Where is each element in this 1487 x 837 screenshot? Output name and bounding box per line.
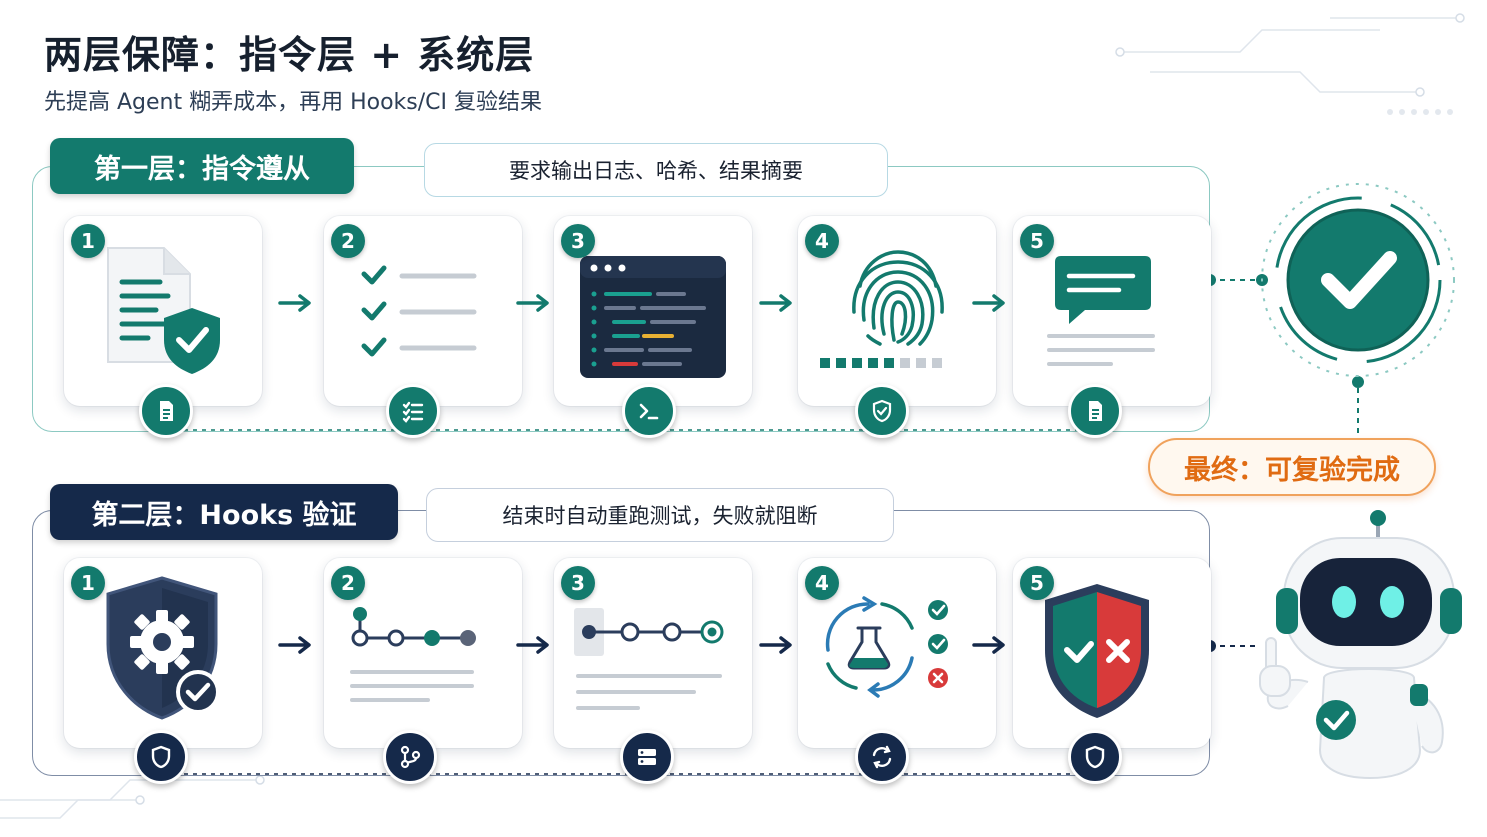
page-subtitle: 先提高 Agent 糊弄成本，再用 Hooks/CI 复验结果 [44, 90, 543, 115]
fingerprint-icon [820, 250, 944, 368]
branch-icon [383, 730, 437, 784]
terminal-icon [622, 384, 676, 438]
arrow-right-icon [972, 294, 1005, 312]
layer-1-step-2-card: 2 [324, 216, 522, 406]
refresh-icon [855, 730, 909, 784]
message-summary-icon [1047, 256, 1155, 366]
document-shield-icon [107, 247, 220, 374]
step-number: 5 [1020, 224, 1054, 258]
step-number: 4 [805, 224, 839, 258]
layer-1-note: 要求输出日志、哈希、结果摘要 [424, 143, 888, 197]
document-icon [1068, 384, 1122, 438]
layer-1-step-5-card: 5 [1013, 216, 1211, 406]
layer-2-tag: 第二层：Hooks 验证 [50, 484, 398, 540]
arrow-right-icon [759, 294, 792, 312]
layer-2-step-5-card: 5 [1013, 558, 1211, 748]
document-icon [139, 384, 193, 438]
layer-2-step-4-card: 4 [798, 558, 996, 748]
final-status-pill: 最终：可复验完成 [1148, 438, 1436, 496]
pipeline-icon [574, 608, 724, 710]
flask-cycle-icon [825, 596, 948, 698]
layer-1-step-3-card: 3 [554, 216, 752, 406]
arrow-right-icon [516, 294, 549, 312]
robot-mascot-icon [1259, 510, 1462, 780]
page-title: 两层保障：指令层 + 系统层 [44, 33, 535, 77]
step-number: 3 [561, 224, 595, 258]
arrow-right-icon [972, 636, 1005, 654]
big-check-icon [1261, 183, 1455, 377]
shield-check-icon [855, 384, 909, 438]
arrow-right-icon [278, 294, 311, 312]
step-number: 1 [71, 224, 105, 258]
shield-icon [134, 730, 188, 784]
step-number: 3 [561, 566, 595, 600]
checklist-icon [361, 265, 477, 357]
step-number: 2 [331, 224, 365, 258]
layer-1-tag: 第一层：指令遵从 [50, 138, 354, 194]
arrow-right-icon [759, 636, 792, 654]
list-check-icon [386, 384, 440, 438]
arrow-right-icon [516, 636, 549, 654]
step-number: 4 [805, 566, 839, 600]
layer-2-note: 结束时自动重跑测试，失败就阻断 [426, 488, 894, 542]
server-icon [620, 730, 674, 784]
git-branch-flow-icon [350, 607, 476, 702]
gear-shield-icon [106, 576, 220, 720]
arrow-right-icon [278, 636, 311, 654]
layer-2-step-1-card: 1 [64, 558, 262, 748]
layer-2-step-3-card: 3 [554, 558, 752, 748]
terminal-window-icon [580, 256, 726, 378]
shield-icon [1068, 730, 1122, 784]
pass-fail-shield-icon [1045, 584, 1149, 718]
layer-1-step-4-card: 4 [798, 216, 996, 406]
step-number: 2 [331, 566, 365, 600]
layer-1-step-1-card: 1 [64, 216, 262, 406]
step-number: 5 [1020, 566, 1054, 600]
layer-2-step-2-card: 2 [324, 558, 522, 748]
step-number: 1 [71, 566, 105, 600]
